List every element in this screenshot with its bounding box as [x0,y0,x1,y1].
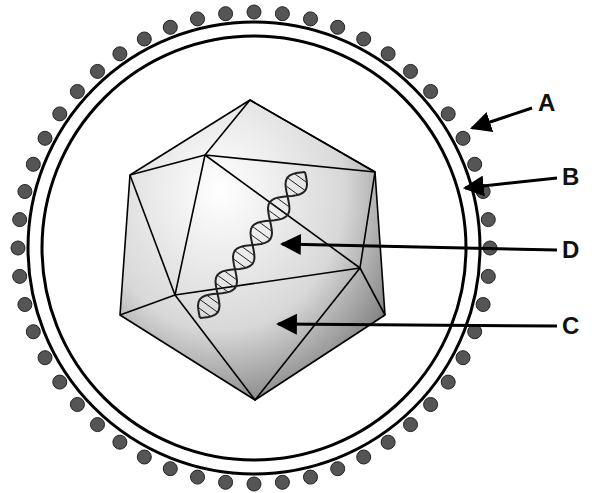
surface-spike [404,418,418,432]
dna-rung [294,174,307,183]
dna-rung [207,295,220,304]
dna-rung [198,307,211,316]
surface-spike [381,47,395,61]
surface-spike [219,475,233,489]
dna-rung [224,271,237,280]
surface-spike [219,7,233,21]
surface-spike [53,375,67,389]
surface-spike [113,435,127,449]
part-label: B [562,165,579,189]
surface-spike [18,298,32,312]
part-label: A [538,91,555,115]
surface-spike [11,241,25,255]
surface-spike [441,375,455,389]
surface-spike [304,12,318,26]
part-label: C [562,314,579,338]
surface-spike [26,157,40,171]
surface-spike [13,213,27,227]
surface-spike [456,351,470,365]
surface-spike [53,107,67,121]
surface-spike [191,470,205,484]
dna-rung [242,247,255,256]
dna-rung [251,234,264,243]
surface-spike [468,157,482,171]
surface-spike [91,64,105,78]
surface-spike [424,398,438,412]
surface-spike [91,418,105,432]
surface-spike [331,20,345,34]
dna-rung [259,222,272,231]
surface-spike [137,450,151,464]
dna-rung [216,283,229,292]
surface-spike [275,475,289,489]
surface-spike [26,325,40,339]
surface-spike [456,131,470,145]
surface-spike [18,185,32,199]
surface-spike [13,269,27,283]
surface-spike [70,398,84,412]
leader-lines [278,108,557,326]
surface-spike [137,32,151,46]
surface-spike [357,450,371,464]
surface-spike [38,351,52,365]
part-label: D [562,238,579,262]
surface-spike [331,462,345,476]
surface-spike [481,269,495,283]
surface-spike [357,32,371,46]
surface-spike [304,470,318,484]
surface-spike [163,20,177,34]
surface-spike [275,7,289,21]
surface-spike [163,462,177,476]
dna-rung [286,186,299,195]
surface-spike [424,85,438,99]
surface-spike [70,85,84,99]
dna-rung [233,259,246,268]
surface-spike [38,131,52,145]
surface-spike [113,47,127,61]
surface-spike [476,298,490,312]
dna-rung [277,198,290,207]
surface-spike [441,107,455,121]
surface-spike [247,5,261,19]
dna-rung [268,210,281,219]
surface-spike [404,64,418,78]
surface-spike [481,213,495,227]
capsid [120,100,385,400]
surface-spike [381,435,395,449]
surface-spike [191,12,205,26]
surface-spike [247,477,261,491]
